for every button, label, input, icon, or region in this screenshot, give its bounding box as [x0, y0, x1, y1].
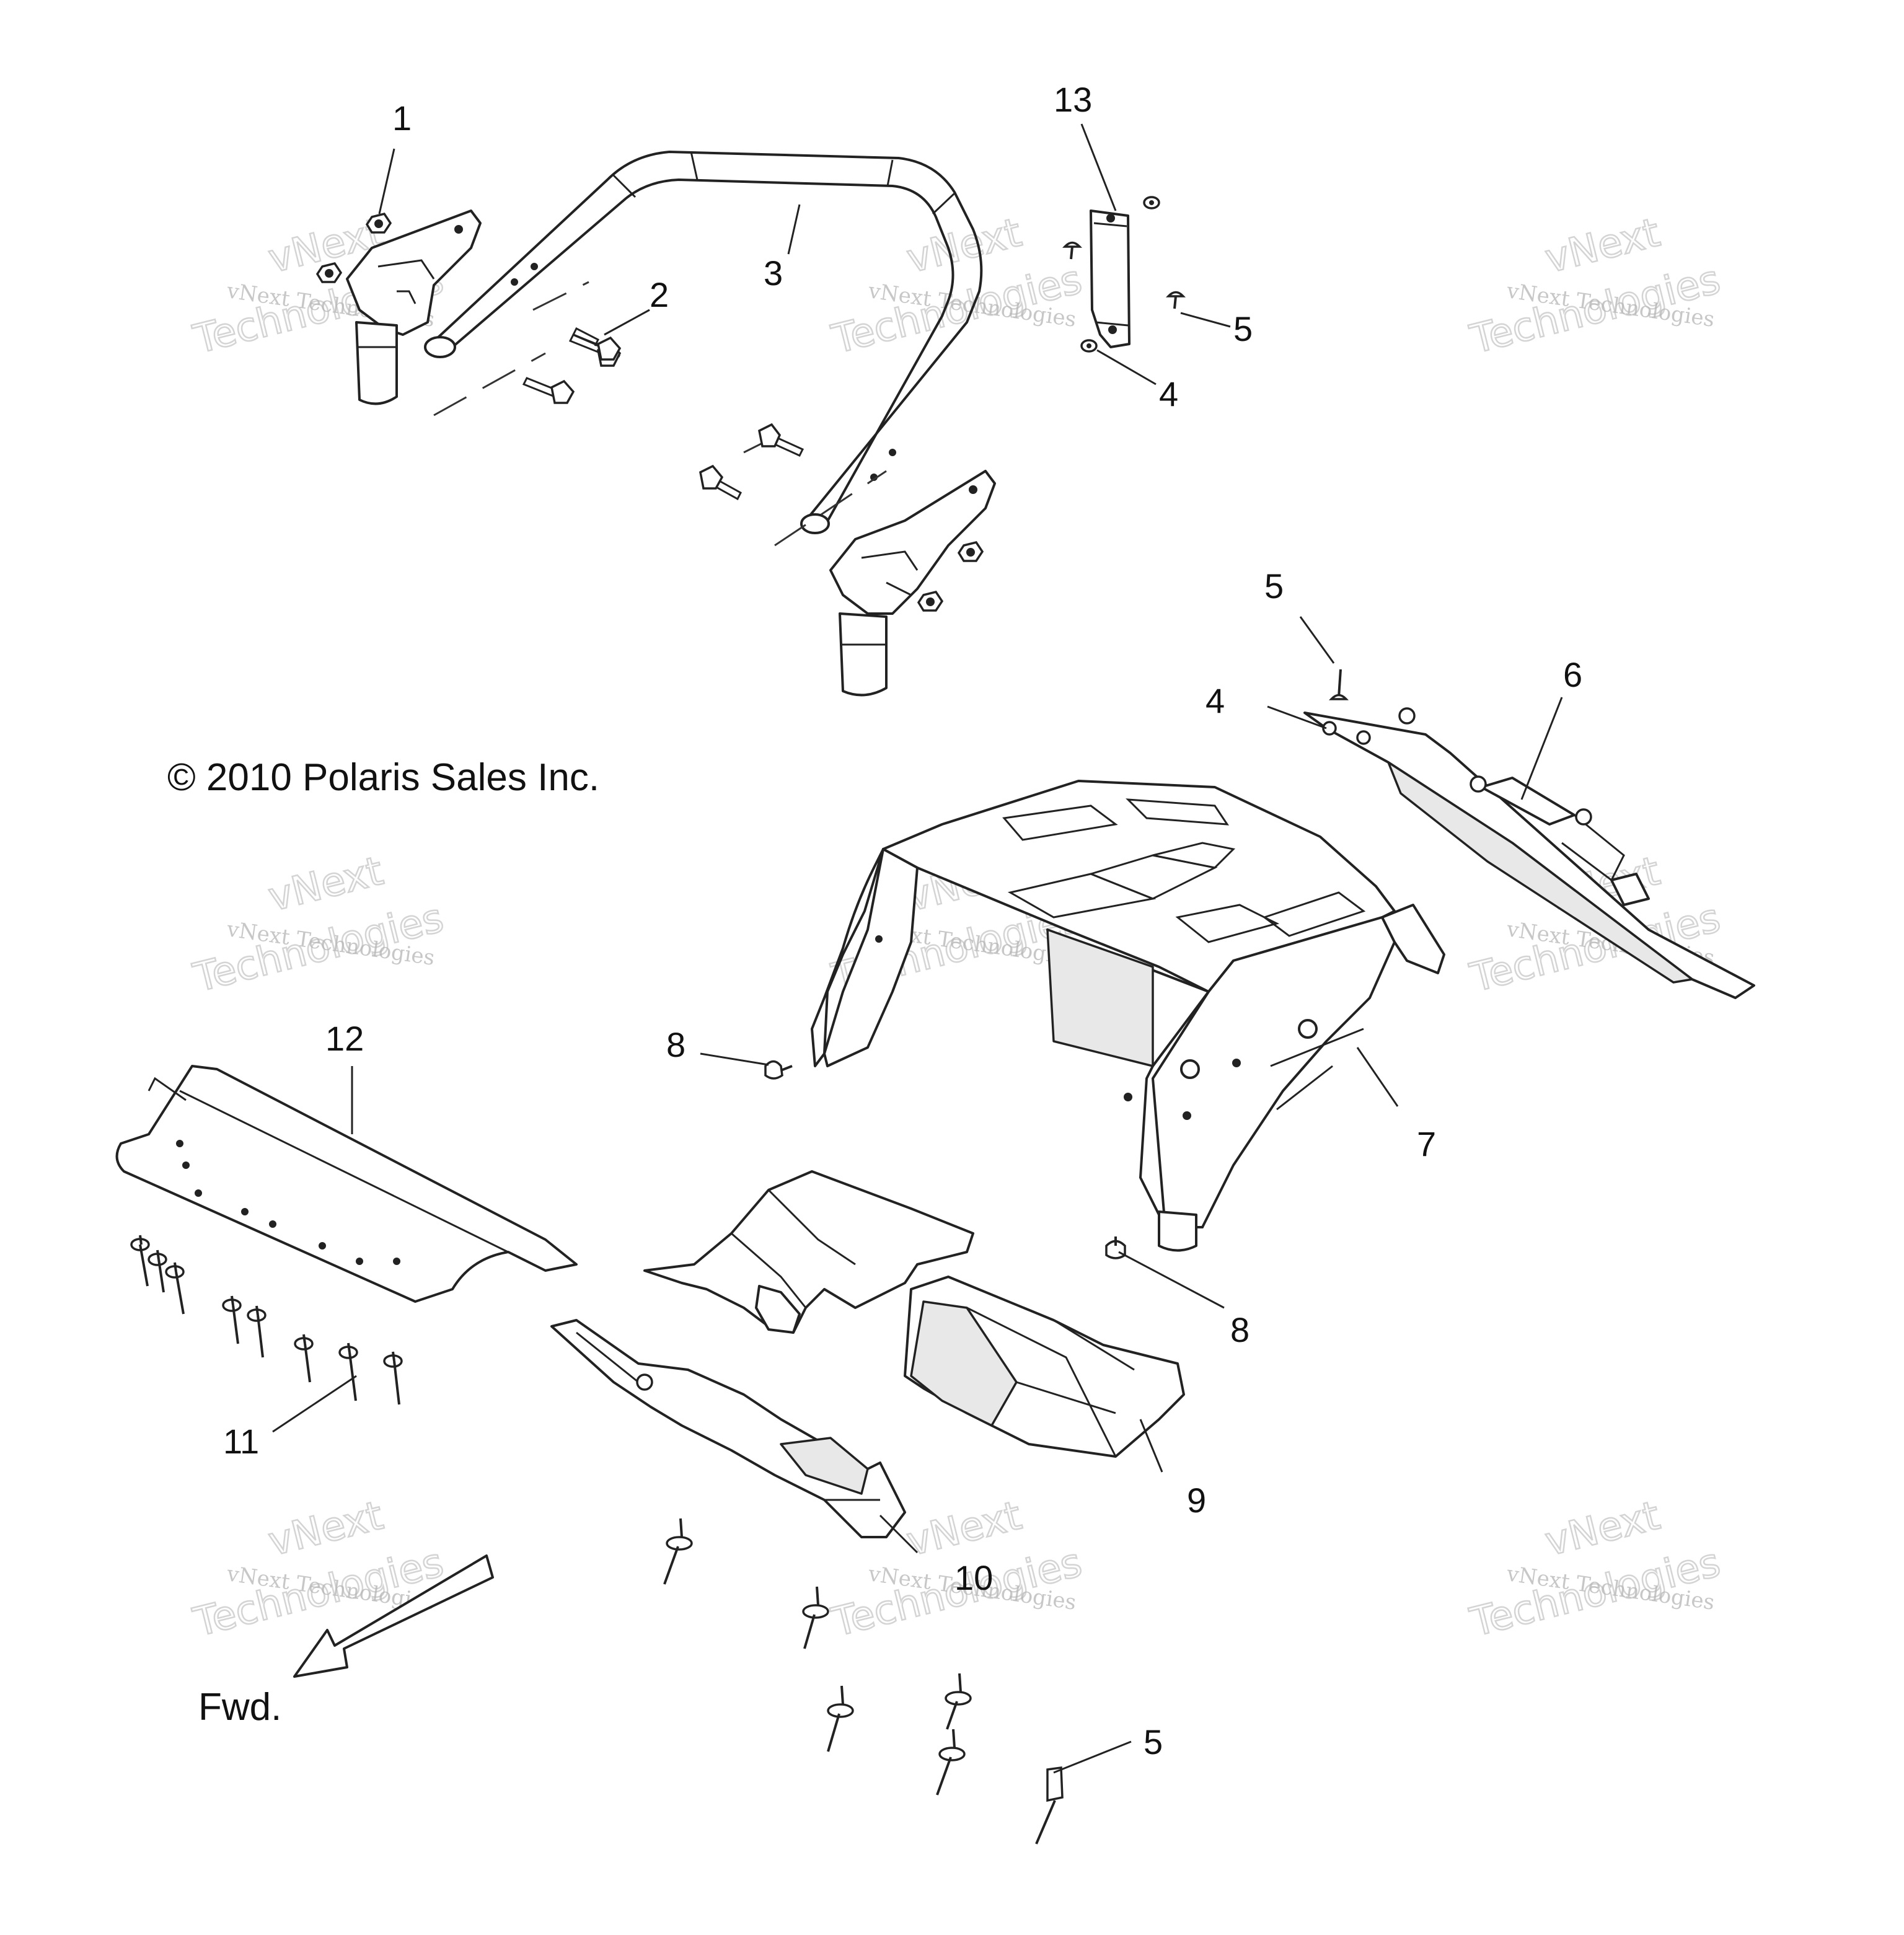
callout-2: 2	[650, 275, 669, 314]
blind-rivet	[130, 1235, 403, 1405]
callout-5-top: 5	[1233, 309, 1253, 348]
callout-8-left: 8	[666, 1025, 685, 1064]
push-rivet-tail	[1329, 669, 1349, 700]
washer	[1080, 196, 1160, 353]
rear-cargo-box	[811, 780, 1445, 1252]
lower-tray	[643, 1170, 1185, 1458]
callout-13: 13	[1054, 80, 1092, 119]
copyright-text: © 2010 Polaris Sales Inc.	[167, 756, 599, 799]
callout-8-right: 8	[1230, 1310, 1250, 1349]
svg-text:vNext: vNext	[902, 1492, 1026, 1565]
svg-text:vNext: vNext	[264, 1492, 387, 1565]
callout-5-bottom: 5	[1144, 1722, 1163, 1761]
callout-10: 10	[954, 1558, 993, 1597]
callout-7: 7	[1417, 1124, 1436, 1163]
svg-text:Technologies: Technologies	[189, 1540, 448, 1646]
watermark-top-right: vNext vNext Technologies Technologies	[1465, 209, 1726, 364]
watermark-top-center: vNext vNext Technologies Technologies	[827, 209, 1087, 364]
left-mount-bracket	[346, 209, 482, 405]
side-trim-panel	[550, 1319, 906, 1538]
watermark-bottom-left: vNext vNext Technologies Technologies	[188, 1492, 449, 1647]
callout-5-tail: 5	[1264, 566, 1284, 606]
callout-6: 6	[1563, 655, 1582, 694]
push-rivet-bottom	[663, 1518, 1064, 1845]
skid-plate	[115, 1065, 578, 1303]
forward-direction-label: Fwd.	[198, 1686, 281, 1729]
bolt	[522, 327, 804, 501]
watermark-bottom-right: vNext vNext Technologies Technologies	[1465, 1492, 1726, 1647]
tail-panel	[1303, 707, 1755, 999]
callout-4-tail: 4	[1205, 681, 1225, 720]
svg-text:Technologies: Technologies	[1466, 257, 1725, 363]
svg-text:Technologies: Technologies	[1466, 1540, 1725, 1646]
callout-1: 1	[392, 99, 412, 138]
svg-text:Technologies: Technologies	[189, 895, 448, 1002]
svg-text:vNext: vNext	[264, 848, 387, 920]
right-mount-bracket	[829, 470, 996, 697]
forward-arrow-icon	[293, 1554, 494, 1678]
callout-4-top: 4	[1159, 374, 1178, 413]
svg-text:Technologies: Technologies	[827, 257, 1086, 363]
strap-bracket	[1090, 209, 1130, 348]
callout-9: 9	[1187, 1481, 1206, 1520]
flange-nut	[315, 213, 984, 612]
callout-11: 11	[223, 1422, 259, 1461]
roll-bar-tube	[424, 150, 983, 534]
watermark-mid-left: vNext vNext Technologies Technologies	[188, 847, 449, 1002]
svg-text:vNext: vNext	[902, 209, 1026, 282]
leader-lines	[272, 123, 1563, 1774]
svg-text:vNext: vNext	[1541, 1492, 1664, 1565]
push-rivet	[1062, 241, 1186, 309]
callout-12: 12	[325, 1019, 364, 1058]
svg-text:vNext: vNext	[1541, 209, 1664, 282]
callout-3: 3	[764, 253, 783, 293]
